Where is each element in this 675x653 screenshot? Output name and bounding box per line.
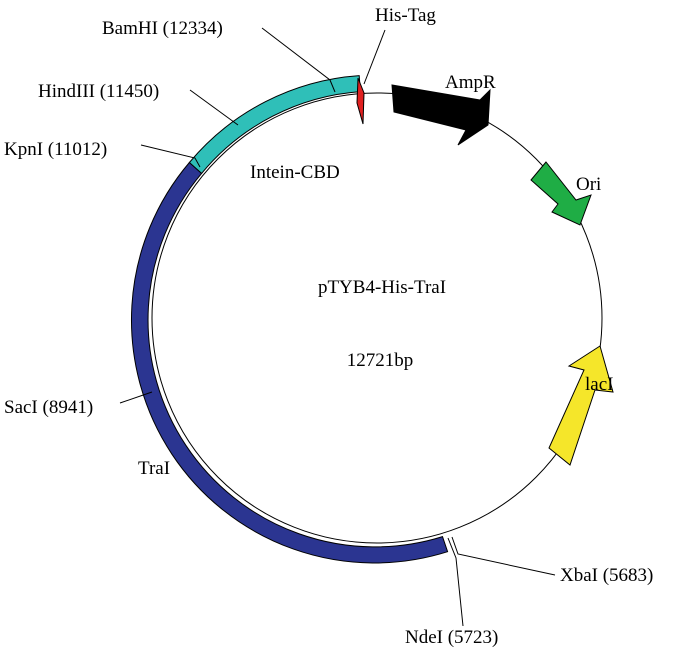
leader-histag: [363, 29, 386, 85]
leader-bamhi: [261, 27, 336, 93]
site-label-saci: SacI (8941): [4, 397, 93, 418]
site-label-xbai: XbaI (5683): [560, 565, 653, 586]
site-label-kpni: KpnI (11012): [4, 139, 107, 160]
site-leader-lines: [119, 27, 556, 627]
feature-laci-arrow: [548, 345, 614, 466]
leader-hindiii: [189, 89, 239, 126]
plasmid-name: pTYB4-His-TraI: [318, 277, 446, 298]
feature-label-intein: Intein-CBD: [250, 162, 340, 183]
feature-intein-arc: [188, 75, 361, 175]
feature-trai-arc: [131, 161, 449, 564]
feature-label-trai: TraI: [138, 458, 170, 479]
feature-label-ori: Ori: [576, 174, 601, 195]
leader-ndei: [447, 537, 464, 627]
feature-histag-arc: [356, 77, 365, 125]
feature-label-ampr: AmpR: [445, 72, 496, 93]
feature-ori-arrow: [530, 161, 592, 226]
site-label-hindiii: HindIII (11450): [38, 81, 159, 102]
plasmid-size: 12721bp: [347, 350, 414, 371]
leader-saci: [119, 391, 153, 404]
site-label-ndei: NdeI (5723): [405, 627, 498, 648]
leader-xbai: [451, 536, 556, 576]
feature-label-histag: His-Tag: [375, 5, 436, 26]
leader-kpni: [140, 144, 201, 168]
site-label-bamhi: BamHI (12334): [102, 18, 223, 39]
feature-label-laci: lacI: [585, 374, 613, 395]
backbone-circle: [151, 92, 603, 544]
feature-ampr-arrow: [391, 84, 491, 146]
